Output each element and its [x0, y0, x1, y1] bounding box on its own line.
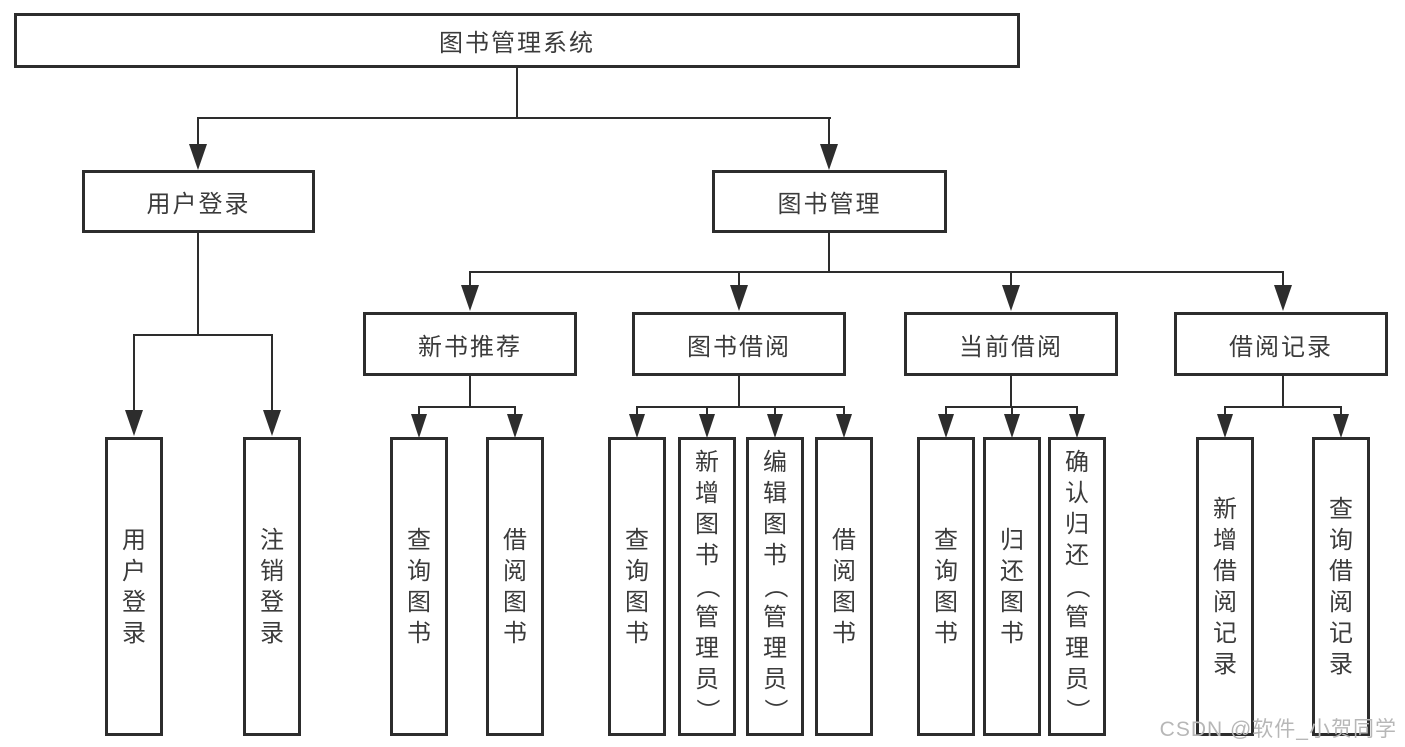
connector-line: [738, 376, 740, 408]
connector-line: [1224, 406, 1342, 408]
arrow-down-icon: [1069, 414, 1085, 438]
connector-line: [469, 271, 471, 287]
connector-line: [706, 406, 708, 416]
node-borrowing-records: 借阅记录: [1174, 312, 1388, 376]
node-label: 当前借阅: [959, 333, 1063, 361]
arrow-down-icon: [1217, 414, 1233, 438]
connector-line: [1340, 406, 1342, 416]
connector-line: [133, 334, 135, 412]
arrow-down-icon: [411, 414, 427, 438]
arrow-down-icon: [1004, 414, 1020, 438]
connector-line: [843, 406, 845, 416]
node-book-borrowing: 图书借阅: [632, 312, 846, 376]
connector-line: [1076, 406, 1078, 416]
connector-line: [197, 117, 831, 119]
connector-line: [516, 68, 518, 119]
leaf-edit-books-admin: 编辑图书（管理员）: [746, 437, 804, 736]
connector-line: [418, 406, 420, 416]
node-current-borrowing: 当前借阅: [904, 312, 1118, 376]
leaf-add-borrow-record: 新增借阅记录: [1196, 437, 1254, 736]
connector-line: [945, 406, 947, 416]
leaf-query-books-current: 查询图书: [917, 437, 975, 736]
node-label: 用户登录: [146, 191, 251, 218]
arrow-down-icon: [125, 410, 143, 436]
connector-line: [418, 406, 516, 408]
leaf-query-books-borrow: 查询图书: [608, 437, 666, 736]
connector-line: [197, 233, 199, 335]
leaf-return-books: 归还图书: [983, 437, 1041, 736]
csdn-watermark: CSDN @软件_小贺同学: [1159, 718, 1397, 741]
arrow-down-icon: [767, 414, 783, 438]
arrow-down-icon: [836, 414, 852, 438]
leaf-query-borrow-record: 查询借阅记录: [1312, 437, 1370, 736]
node-new-book-recommendation: 新书推荐: [363, 312, 577, 376]
arrow-down-icon: [189, 144, 207, 170]
arrow-down-icon: [820, 144, 838, 170]
node-library-management-system: 图书管理系统: [14, 13, 1020, 68]
arrow-down-icon: [1333, 414, 1349, 438]
connector-line: [828, 233, 830, 273]
connector-line: [1282, 271, 1284, 287]
connector-line: [636, 406, 845, 408]
connector-line: [133, 334, 273, 336]
leaf-borrow-books: 借阅图书: [815, 437, 873, 736]
connector-line: [828, 117, 830, 146]
leaf-user-login: 用户登录: [105, 437, 163, 736]
connector-line: [1011, 406, 1013, 416]
connector-line: [514, 406, 516, 416]
connector-line: [1010, 271, 1012, 287]
connector-line: [469, 376, 471, 408]
arrow-down-icon: [263, 410, 281, 436]
arrow-down-icon: [699, 414, 715, 438]
node-label: 图书管理: [777, 191, 882, 218]
node-label: 图书管理系统: [439, 30, 595, 57]
connector-line: [469, 271, 1284, 273]
node-book-management: 图书管理: [712, 170, 947, 233]
connector-line: [1010, 376, 1012, 408]
connector-line: [1282, 376, 1284, 408]
connector-line: [197, 117, 199, 146]
arrow-down-icon: [461, 285, 479, 311]
connector-line: [774, 406, 776, 416]
arrow-down-icon: [629, 414, 645, 438]
node-user-login: 用户登录: [82, 170, 315, 233]
arrow-down-icon: [1274, 285, 1292, 311]
node-label: 借阅记录: [1229, 333, 1333, 361]
leaf-logout: 注销登录: [243, 437, 301, 736]
leaf-borrow-books-recommend: 借阅图书: [486, 437, 544, 736]
arrow-down-icon: [1002, 285, 1020, 311]
arrow-down-icon: [730, 285, 748, 311]
arrow-down-icon: [938, 414, 954, 438]
leaf-confirm-return-admin: 确认归还（管理员）: [1048, 437, 1106, 736]
node-label: 图书借阅: [687, 333, 791, 361]
connector-line: [1224, 406, 1226, 416]
connector-line: [738, 271, 740, 287]
leaf-query-books-recommend: 查询图书: [390, 437, 448, 736]
node-label: 新书推荐: [418, 333, 522, 361]
connector-line: [271, 334, 273, 412]
connector-line: [636, 406, 638, 416]
leaf-add-books-admin: 新增图书（管理员）: [678, 437, 736, 736]
arrow-down-icon: [507, 414, 523, 438]
